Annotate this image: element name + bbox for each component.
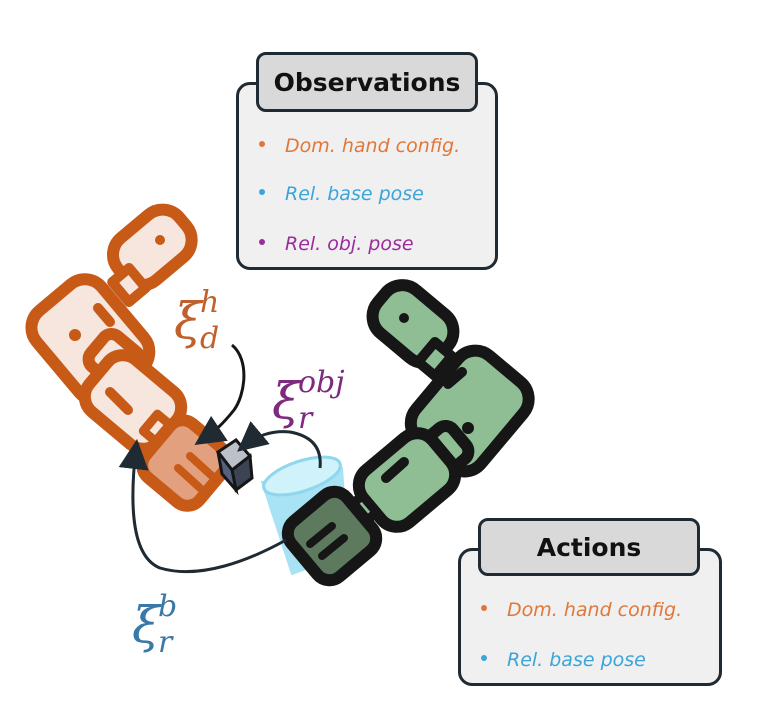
green-arm-lower-segment: [352, 427, 462, 533]
green-arm-hand: [281, 485, 383, 587]
action-item: Dom. hand config.: [481, 599, 682, 621]
bullet-dot: [259, 188, 265, 195]
green-robot-arm: [281, 279, 535, 587]
bullet-dot: [481, 604, 487, 611]
arrow-xi-d-h: [194, 343, 246, 445]
xi-r-b-label: ξ b r: [132, 589, 178, 660]
bullet-dot: [481, 654, 487, 661]
object-cube: [215, 438, 254, 496]
xi-r-obj-label: ξ obj r: [272, 365, 345, 436]
observation-item: Rel. base pose: [259, 183, 424, 205]
observations-panel: Dom. hand config. Rel. base pose Rel. ob…: [236, 82, 498, 270]
observation-item: Rel. obj. pose: [259, 233, 414, 255]
arrow-xi-r-obj: [237, 421, 322, 469]
actions-title: Actions: [478, 518, 700, 576]
bullet-dot: [259, 140, 265, 147]
arrow-xi-r-b: [118, 439, 287, 573]
action-item: Rel. base pose: [481, 649, 646, 671]
observations-title: Observations: [256, 52, 478, 112]
xi-d-h-label: ξ h d: [174, 285, 220, 356]
observation-item: Dom. hand config.: [259, 135, 460, 157]
bullet-dot: [259, 238, 265, 245]
orange-robot-arm: [25, 203, 234, 512]
